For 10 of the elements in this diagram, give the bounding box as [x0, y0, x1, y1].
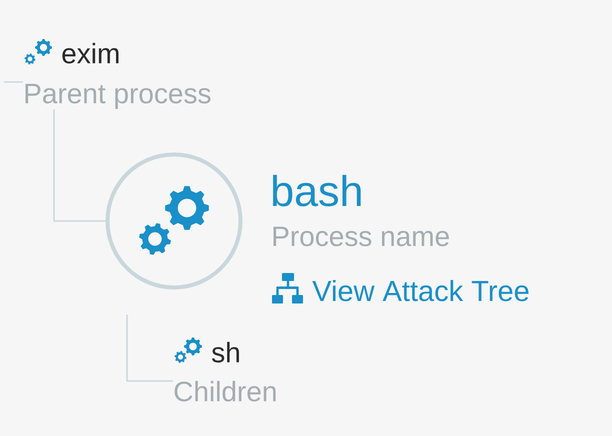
process-name: sh [212, 342, 239, 362]
role-label: Process name [274, 226, 449, 246]
connector-line [4, 81, 23, 83]
role-label: Parent process [26, 84, 210, 109]
connector-line [53, 109, 106, 222]
connector-line [126, 314, 173, 382]
role-label: Children [174, 380, 276, 402]
process-name: exim [62, 42, 118, 64]
link: View Attack Tree [312, 280, 528, 302]
process-name: bash [272, 174, 361, 206]
